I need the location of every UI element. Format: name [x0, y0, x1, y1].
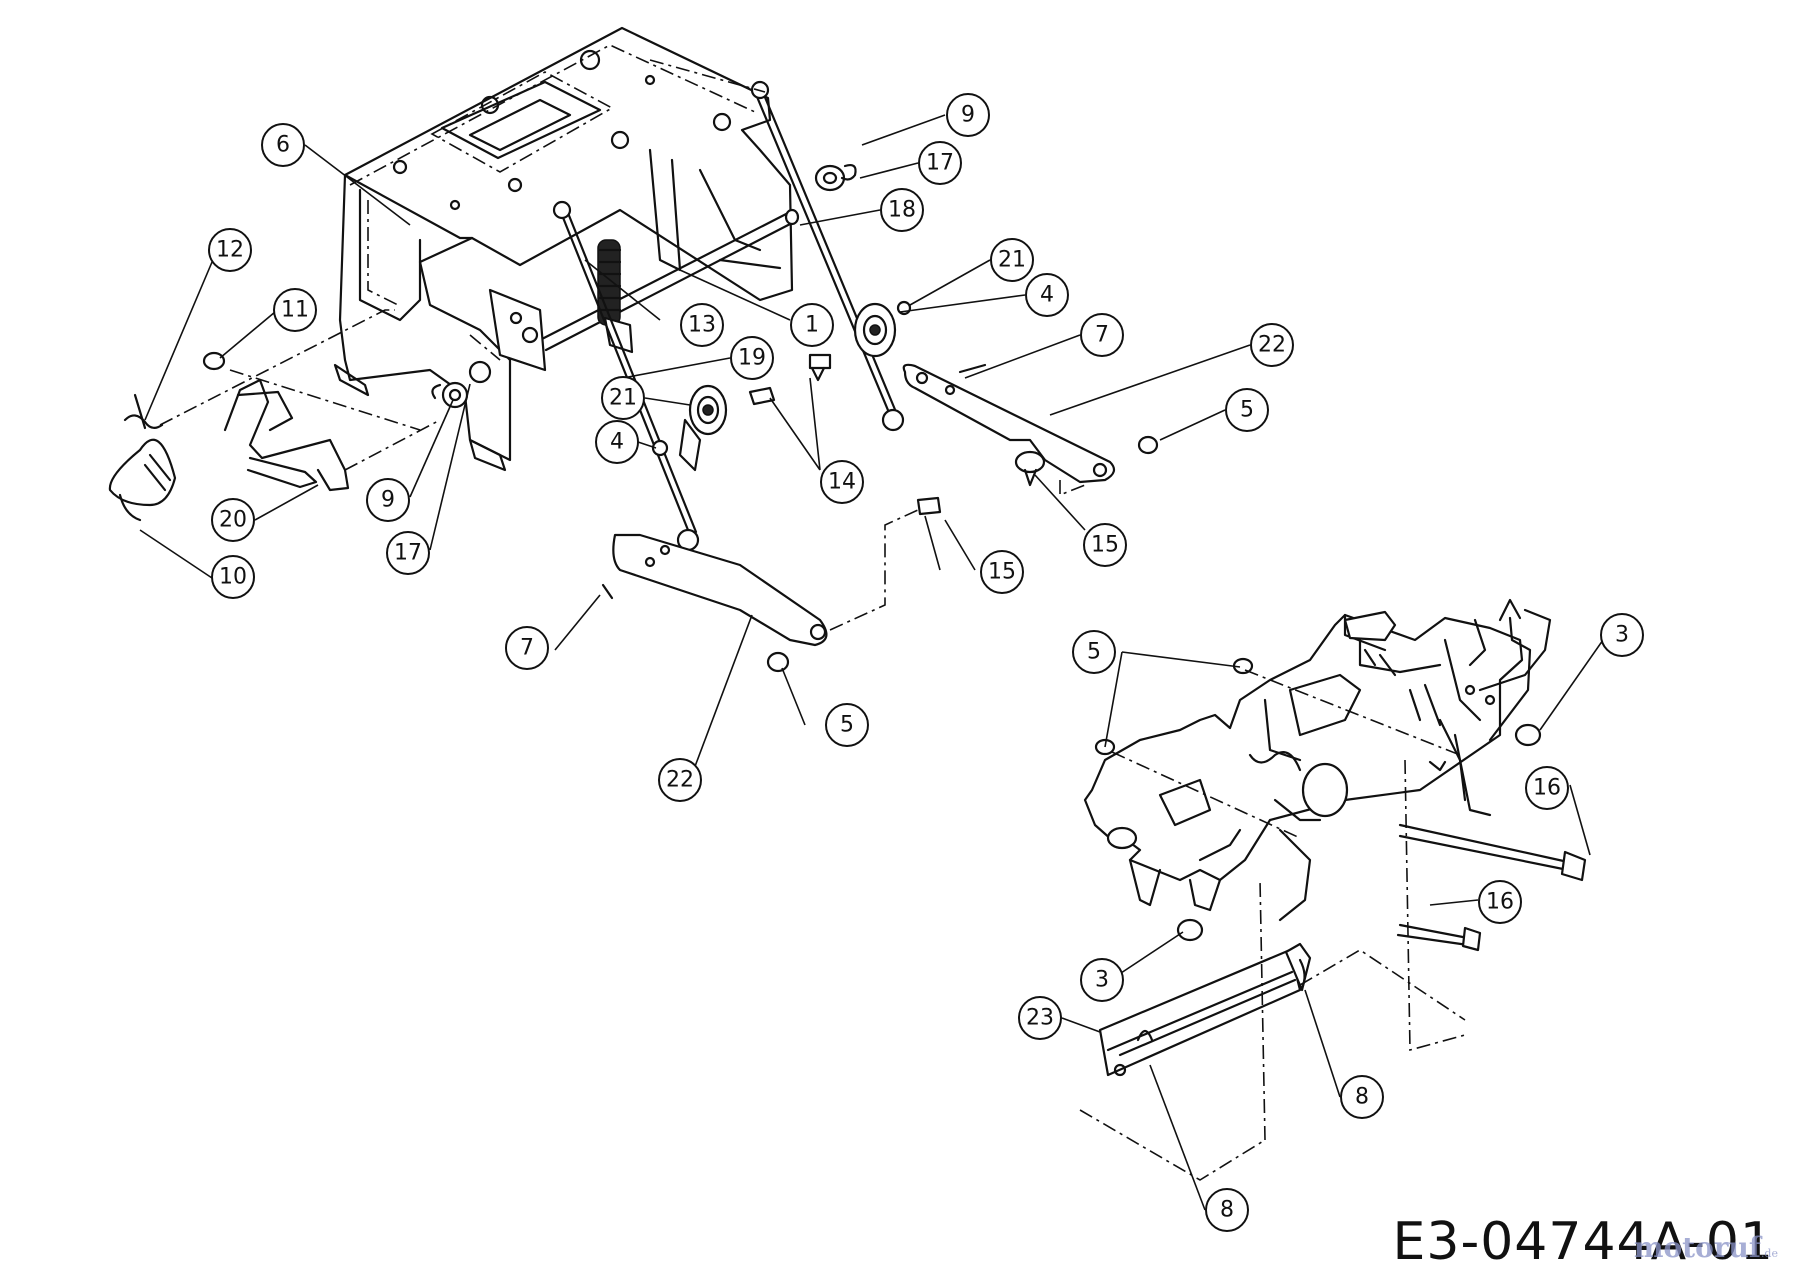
cross-shaft [538, 208, 800, 352]
svg-text:15: 15 [1091, 533, 1119, 558]
svg-text:8: 8 [1355, 1085, 1369, 1110]
callout-5-upper: 5 [1225, 388, 1269, 432]
svg-text:23: 23 [1026, 1006, 1054, 1031]
callout-15-upper: 15 [1083, 523, 1127, 567]
callout-16-right: 16 [1525, 766, 1569, 810]
svg-text:13: 13 [688, 313, 716, 338]
callout-16-middle: 16 [1478, 880, 1522, 924]
callout-10: 10 [211, 555, 255, 599]
svg-text:9: 9 [381, 488, 395, 513]
svg-text:15: 15 [988, 560, 1016, 585]
svg-text:5: 5 [840, 713, 854, 738]
svg-text:21: 21 [609, 386, 637, 411]
callout-8-left: 8 [1205, 1188, 1249, 1232]
callout-21-lower: 21 [601, 376, 645, 420]
svg-text:7: 7 [1095, 323, 1109, 348]
callout-22-upper: 22 [1250, 323, 1294, 367]
callout-13: 13 [680, 303, 724, 347]
drawing-number: E3-04744A-01 [1392, 1212, 1774, 1272]
svg-text:9: 9 [961, 103, 975, 128]
callout-17-upper: 17 [918, 141, 962, 185]
svg-text:21: 21 [998, 248, 1026, 273]
frame-housing [333, 26, 794, 472]
callout-20: 20 [211, 498, 255, 542]
svg-text:5: 5 [1087, 640, 1101, 665]
watermark-logo: motoruf.de [1634, 1231, 1778, 1264]
svg-text:4: 4 [1040, 283, 1054, 308]
callout-6: 6 [261, 123, 305, 167]
callout-11: 11 [273, 288, 317, 332]
callout-5-lower-left: 5 [825, 703, 869, 747]
callout-12: 12 [208, 228, 252, 272]
svg-text:11: 11 [281, 298, 309, 323]
svg-text:18: 18 [888, 198, 916, 223]
svg-text:22: 22 [666, 768, 694, 793]
callout-8-right: 8 [1340, 1075, 1384, 1119]
svg-text:8: 8 [1220, 1198, 1234, 1223]
front-axle-assembly [1083, 598, 1552, 922]
callout-9-lower: 9 [366, 478, 410, 522]
axle-bolts [1094, 657, 1587, 952]
svg-text:1: 1 [805, 313, 819, 338]
pivot-brackets [488, 288, 634, 372]
svg-text:20: 20 [219, 508, 247, 533]
callout-23: 23 [1018, 996, 1062, 1040]
svg-text:4: 4 [610, 430, 624, 455]
lift-link-upper [902, 363, 1116, 484]
callout-19: 19 [730, 336, 774, 380]
shoulder-bolts [748, 353, 832, 406]
svg-text:10: 10 [219, 565, 247, 590]
svg-text:12: 12 [216, 238, 244, 263]
nut-and-clip-upper [814, 163, 857, 192]
callout-14: 14 [820, 460, 864, 504]
svg-text:16: 16 [1486, 890, 1514, 915]
idler-pulleys [651, 300, 912, 472]
watermark-brand: motoruf [1633, 1231, 1761, 1264]
callout-4-lower: 4 [595, 420, 639, 464]
callout-1: 1 [790, 303, 834, 347]
callout-7-lower: 7 [505, 626, 549, 670]
svg-text:17: 17 [394, 541, 422, 566]
callout-22-lower: 22 [658, 758, 702, 802]
watermark-suffix: .de [1760, 1247, 1778, 1260]
callout-3-left: 3 [1080, 958, 1124, 1002]
tie-rod-bar [1098, 942, 1312, 1077]
svg-text:19: 19 [738, 346, 766, 371]
callout-9-upper: 9 [946, 93, 990, 137]
svg-text:5: 5 [1240, 398, 1254, 423]
assembly-lines [469, 59, 1466, 1181]
callout-18: 18 [880, 188, 924, 232]
leader-lines [139, 114, 1611, 1211]
svg-text:7: 7 [520, 636, 534, 661]
callout-17-lower: 17 [386, 531, 430, 575]
callout-21-upper: 21 [990, 238, 1034, 282]
svg-text:22: 22 [1258, 333, 1286, 358]
svg-text:3: 3 [1095, 968, 1109, 993]
svg-text:14: 14 [828, 470, 856, 495]
svg-text:6: 6 [276, 133, 290, 158]
bolt-nut-upper-arm [1014, 435, 1159, 497]
lift-link-lower [601, 496, 942, 673]
svg-text:16: 16 [1533, 776, 1561, 801]
callout-15-middle: 15 [980, 550, 1024, 594]
svg-text:3: 3 [1615, 623, 1629, 648]
callout-4-upper: 4 [1025, 273, 1069, 317]
callout-7-upper: 7 [1080, 313, 1124, 357]
callout-3-right: 3 [1600, 613, 1644, 657]
svg-text:17: 17 [926, 151, 954, 176]
callout-5-axle: 5 [1072, 630, 1116, 674]
